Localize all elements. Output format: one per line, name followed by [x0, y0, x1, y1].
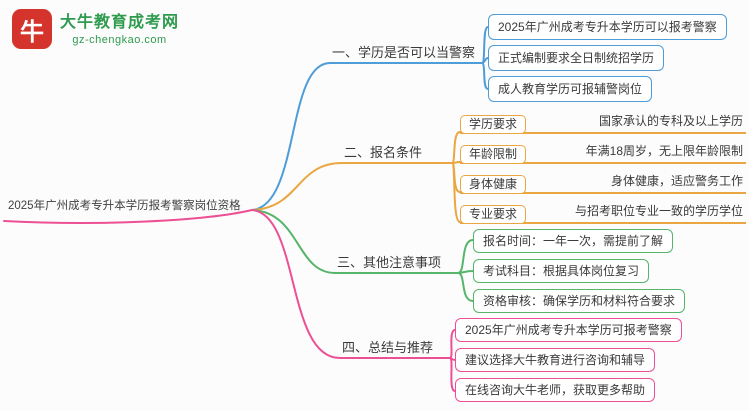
branch4-connectors	[3, 209, 456, 392]
branch4-child-1: 2025年广州成考专升本学历可报考警察	[455, 318, 682, 342]
connector-path	[451, 162, 461, 223]
branch1-child-1: 2025年广州成考专升本学历可以报考警察	[488, 14, 727, 40]
branch-label-4: 四、总结与推荐	[342, 340, 434, 355]
requirement-row-education: 学历要求 国家承认的专科及以上学历	[460, 108, 746, 134]
requirement-label: 学历要求	[460, 115, 527, 134]
brand-name: 大牛教育成考网	[60, 13, 180, 31]
branch1-connectors	[251, 26, 489, 211]
root-node: 2025年广州成考专升本学历报考警察岗位资格	[8, 200, 241, 212]
requirement-value: 与招考职位专业一致的学历学位	[574, 204, 743, 218]
branch3-child-3: 资格审核：确保学历和材料符合要求	[473, 289, 686, 313]
connector-path	[449, 357, 456, 392]
brand-domain: gz-chengkao.com	[72, 33, 167, 46]
connector-path	[251, 209, 341, 359]
branch1-child-2: 正式编制要求全日制统招学历	[488, 45, 665, 71]
branch4-child-2: 建议选择大牛教育进行咨询和辅导	[455, 348, 656, 372]
requirement-label: 专业要求	[460, 205, 527, 224]
requirement-label: 身体健康	[460, 175, 527, 194]
branch3-connectors	[251, 209, 474, 302]
branch-label-2: 二、报名条件	[344, 145, 423, 160]
branch-label-3: 三、其他注意事项	[337, 255, 442, 270]
site-logo[interactable]: 牛 大牛教育成考网 gz-chengkao.com	[12, 9, 179, 49]
requirement-value: 身体健康，适应警务工作	[610, 174, 743, 188]
connector-path	[457, 239, 474, 274]
branch4-child-3: 在线咨询大牛老师，获取更多帮助	[455, 378, 656, 402]
branch3-child-2: 考试科目：根据具体岗位复习	[473, 259, 650, 283]
requirement-value: 国家承认的专科及以上学历	[598, 114, 743, 128]
connector-path	[481, 62, 489, 90]
connector-path	[251, 209, 336, 274]
connector-path	[251, 162, 343, 211]
requirement-value: 年满18周岁，无上限年龄限制	[585, 144, 743, 158]
connector-path	[457, 272, 474, 302]
connector-path	[251, 62, 331, 211]
connector-path	[451, 131, 461, 164]
branch2-connectors	[251, 131, 461, 223]
requirement-label: 年龄限制	[460, 145, 527, 164]
requirement-row-age: 年龄限制 年满18周岁，无上限年龄限制	[460, 138, 746, 164]
requirement-row-health: 身体健康 身体健康，适应警务工作	[460, 168, 746, 194]
brand-bull-icon: 牛	[12, 9, 52, 49]
root-underline	[3, 209, 253, 224]
branch1-child-3: 成人教育学历可报辅警岗位	[488, 76, 653, 102]
branch3-child-1: 报名时间：一年一次，需提前了解	[473, 229, 674, 253]
branch-label-1: 一、学历是否可以当警察	[332, 45, 476, 60]
brand-text-block: 大牛教育成考网 gz-chengkao.com	[60, 13, 179, 46]
requirement-row-major: 专业要求 与招考职位专业一致的学历学位	[460, 198, 746, 224]
